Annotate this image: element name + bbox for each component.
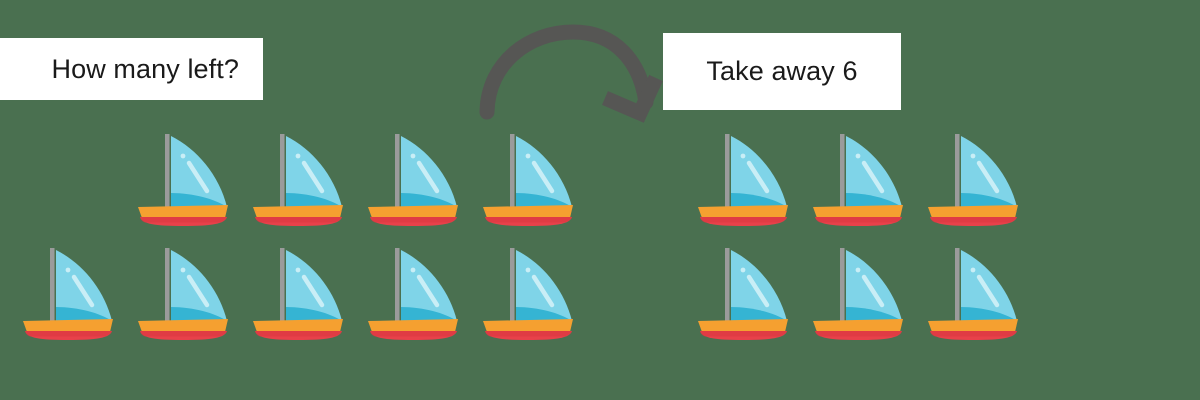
instruction-label-right: Take away 6 <box>663 33 901 110</box>
sailboat-icon <box>695 131 791 226</box>
sailboat-icon <box>925 131 1021 226</box>
question-label-left-text: How many left? <box>51 53 239 84</box>
sailboat-icon <box>250 131 346 226</box>
sailboat-icon <box>695 245 791 340</box>
sailboat-icon <box>135 131 231 226</box>
sailboat-icon <box>480 131 576 226</box>
sailboat-icon <box>250 245 346 340</box>
curved-arrow-icon <box>479 24 663 123</box>
sailboat-icon <box>135 245 231 340</box>
sailboat-icon <box>365 245 461 340</box>
sailboat-icon <box>365 131 461 226</box>
instruction-label-right-text: Take away 6 <box>706 56 858 86</box>
question-label-left: How many left? <box>0 38 263 100</box>
sailboat-icon <box>810 245 906 340</box>
sailboat-icon <box>925 245 1021 340</box>
boat-row-2 <box>0 245 1200 340</box>
boat-row-1 <box>0 131 1200 226</box>
sailboat-icon <box>20 245 116 340</box>
sailboat-icon <box>480 245 576 340</box>
sailboat-icon <box>810 131 906 226</box>
